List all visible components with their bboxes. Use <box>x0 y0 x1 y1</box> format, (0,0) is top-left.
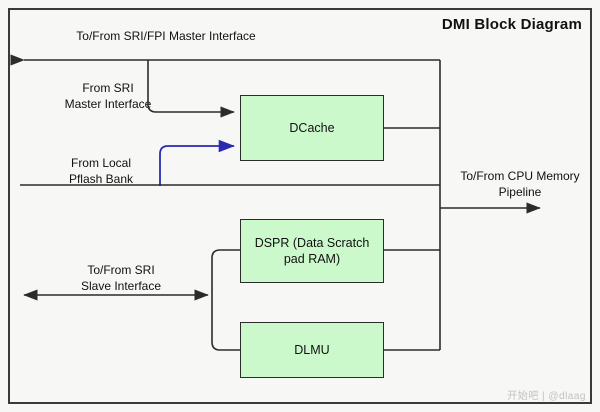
label-from-local-pflash-bank: From Local Pflash Bank <box>68 156 134 187</box>
label-to-from-cpu-memory-pipeline: To/From CPU Memory Pipeline <box>460 169 580 200</box>
label-sri-fpi-master-interface: To/From SRI/FPI Master Interface <box>76 29 256 43</box>
label-to-from-sri-slave-interface: To/From SRI Slave Interface <box>80 263 162 294</box>
page-title: DMI Block Diagram <box>441 16 582 33</box>
block-dspr-label: DSPR (Data Scratch pad RAM) <box>254 235 370 267</box>
watermark: 开始吧 | @dlaag <box>507 391 586 402</box>
label-from-sri-master-interface: From SRI Master Interface <box>64 81 152 112</box>
block-dcache[interactable]: DCache <box>240 95 384 161</box>
block-dlmu-label: DLMU <box>294 342 330 357</box>
block-dcache-label: DCache <box>289 120 335 135</box>
block-dlmu[interactable]: DLMU <box>240 322 384 378</box>
block-dspr[interactable]: DSPR (Data Scratch pad RAM) <box>240 219 384 283</box>
